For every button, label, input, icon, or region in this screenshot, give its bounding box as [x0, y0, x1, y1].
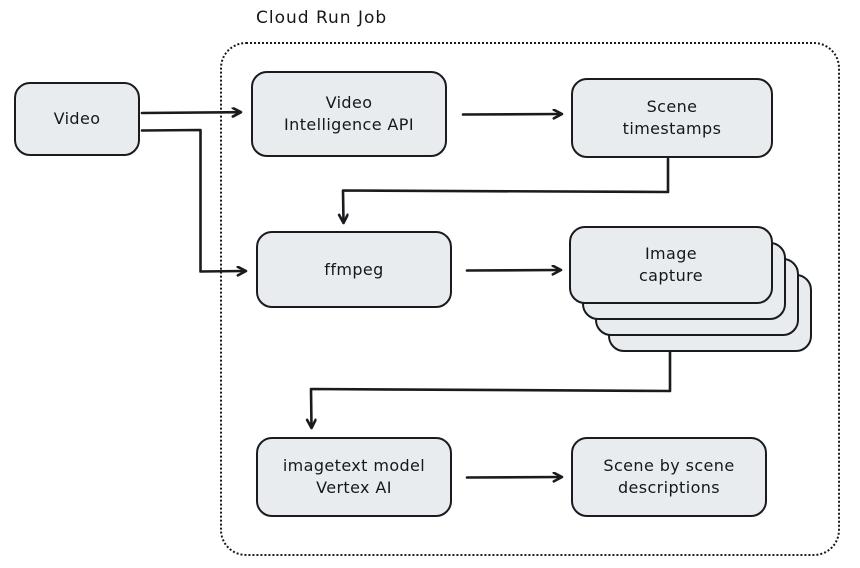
node-scene-descriptions[interactable]: Scene by scene descriptions: [571, 437, 767, 517]
edge-image-capture-to-imagetext: [311, 346, 672, 427]
node-video-intelligence-api-label: Video Intelligence API: [284, 93, 414, 134]
node-imagetext-model[interactable]: imagetext model Vertex AI: [256, 437, 452, 517]
node-scene-timestamps[interactable]: Scene timestamps: [571, 78, 773, 158]
node-ffmpeg[interactable]: ffmpeg: [256, 231, 452, 308]
node-video-label: Video: [53, 109, 101, 129]
edge-imagetext-to-descriptions: [465, 477, 561, 478]
node-image-capture[interactable]: Image capture: [569, 226, 773, 304]
edge-video-to-vi-api: [140, 112, 240, 113]
edge-vi-api-to-timestamps: [461, 114, 561, 115]
node-imagetext-model-label: imagetext model Vertex AI: [282, 456, 426, 497]
node-ffmpeg-label: ffmpeg: [324, 259, 384, 279]
edge-timestamps-to-ffmpeg: [343, 157, 670, 222]
node-image-capture-label: Image capture: [638, 244, 704, 285]
edge-ffmpeg-to-image-capture: [465, 270, 560, 271]
node-scene-timestamps-label: Scene timestamps: [622, 97, 722, 138]
cloud-run-job-title: Cloud Run Job: [256, 8, 388, 28]
cloud-run-job-boundary: [220, 42, 840, 556]
edge-video-to-ffmpeg: [140, 128, 245, 272]
node-video[interactable]: Video: [14, 82, 140, 156]
node-video-intelligence-api[interactable]: Video Intelligence API: [251, 71, 447, 157]
node-scene-descriptions-label: Scene by scene descriptions: [603, 456, 735, 497]
